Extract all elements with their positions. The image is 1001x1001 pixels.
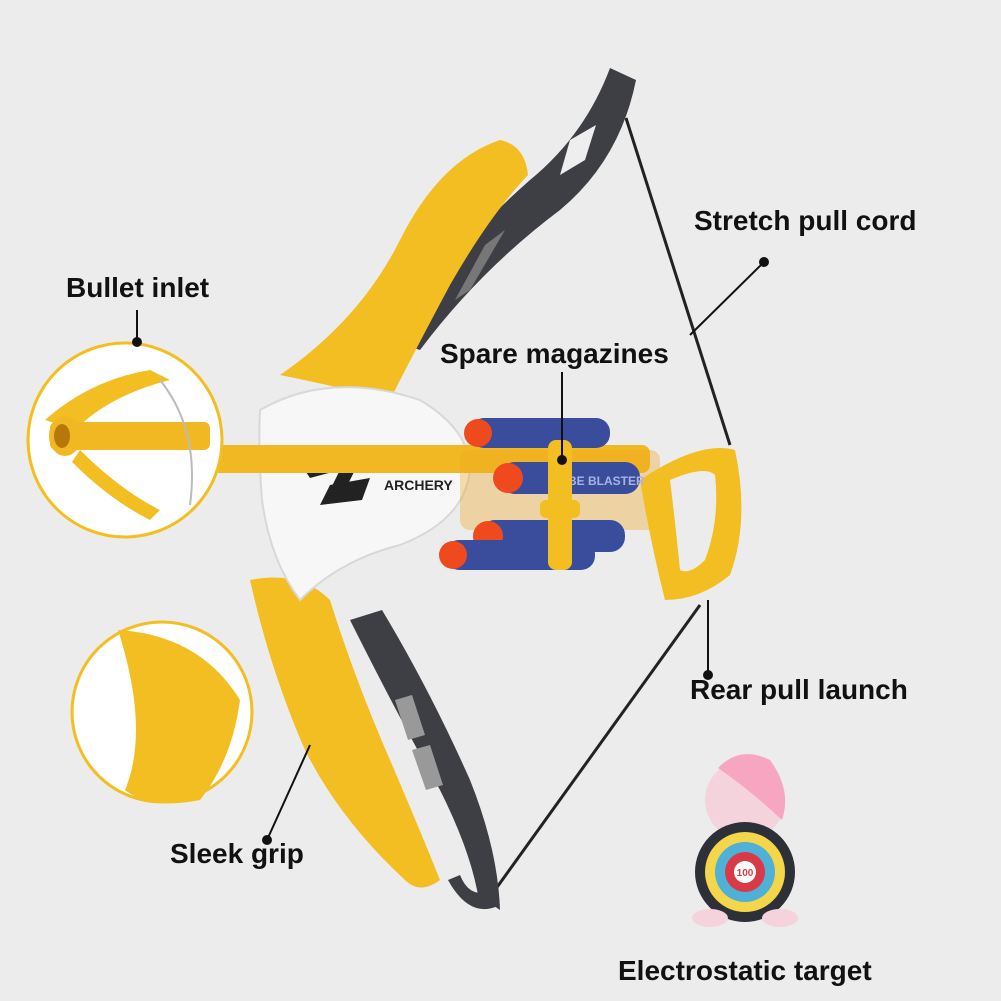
bow-riser-body [258,386,472,602]
label-rear-pull-launch: Rear pull launch [690,674,908,705]
sleek-grip-detail [70,620,254,804]
svg-text:100: 100 [737,868,754,879]
lower-yellow-grip [250,577,440,888]
label-electrostatic-target: Electrostatic target [618,955,872,986]
bullet-inlet-detail [26,341,224,539]
label-sleek-grip: Sleek grip [170,838,304,869]
bow-lower-limb [350,610,500,910]
magazine-clip [540,440,580,570]
svg-text:TUBE BLASTER: TUBE BLASTER [552,474,645,488]
rear-pull-handle [640,448,742,600]
upper-yellow-cover [280,140,528,400]
label-spare-magazines: Spare magazines [440,338,669,369]
bow-string [493,117,732,891]
label-stretch-pull-cord: Stretch pull cord [694,205,917,236]
svg-text:ARCHERY: ARCHERY [384,477,453,493]
label-bullet-inlet: Bullet inlet [66,272,210,303]
electrostatic-target: 100 [692,754,798,927]
callout-lines [132,257,769,845]
